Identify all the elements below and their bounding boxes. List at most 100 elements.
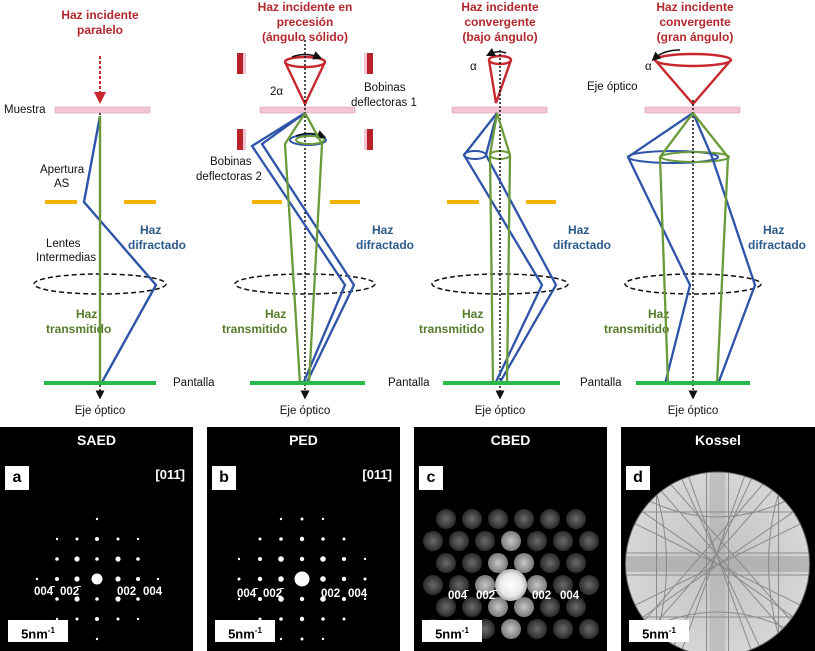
label-transmitido-3: transmitido bbox=[419, 322, 484, 336]
index-002bar: 002̄ bbox=[60, 586, 81, 598]
panel-title: PED bbox=[289, 432, 318, 448]
scale-exponent: -1 bbox=[668, 626, 676, 635]
panel-title: Kossel bbox=[695, 432, 741, 448]
label-haz-transmitido-4: Haz bbox=[648, 307, 669, 321]
label-transmitido-2: transmitido bbox=[222, 322, 287, 336]
rotation-arrow bbox=[485, 47, 507, 57]
scale-value: 5nm bbox=[642, 626, 669, 642]
deflector-coil-left-1 bbox=[237, 53, 243, 74]
label-eje-optico-top: Eje óptico bbox=[587, 81, 638, 93]
transmitted-beam-b bbox=[495, 112, 512, 385]
diffraction-spots bbox=[237, 517, 367, 641]
deflector-coil-right-2b bbox=[367, 129, 373, 150]
label-deflectoras-1: deflectoras 1 bbox=[351, 97, 417, 109]
precession-ring-2 bbox=[295, 135, 325, 145]
deflector-coil-right-2 bbox=[364, 129, 367, 150]
index-004bar: 004̄ bbox=[448, 590, 469, 602]
sample-plate bbox=[259, 106, 356, 114]
zone-axis: [011̄] bbox=[362, 467, 392, 482]
label-muestra: Muestra bbox=[4, 104, 46, 116]
diffracted-beam bbox=[82, 115, 158, 385]
label-2alpha: 2α bbox=[270, 86, 283, 98]
label-apertura: Apertura bbox=[40, 164, 85, 176]
deflector-coil-right-1 bbox=[364, 53, 367, 74]
label-bobinas-2: Bobinas bbox=[210, 156, 252, 168]
label-alpha-1: α bbox=[470, 61, 477, 73]
label-haz-transmitido-1: Haz bbox=[76, 307, 97, 321]
aperture-left bbox=[252, 200, 282, 204]
label-haz-transmitido-2: Haz bbox=[265, 307, 286, 321]
index-002: 002 bbox=[532, 590, 551, 602]
panel-letter: d bbox=[626, 466, 650, 490]
panel-letter: b bbox=[212, 466, 236, 490]
panel-ped: PED 004̄ 002̄ 002 004 b [0 bbox=[207, 427, 400, 651]
diffracted-beam-b bbox=[260, 112, 356, 385]
transmitted-beam-a bbox=[658, 112, 694, 385]
rotation-arrow-1 bbox=[291, 51, 323, 60]
transmitted-beam-b bbox=[303, 112, 324, 385]
col4-title-line2: convergente bbox=[659, 15, 731, 29]
aperture-right bbox=[526, 200, 556, 204]
index-004: 004 bbox=[348, 588, 368, 600]
transmitted-beam-b bbox=[692, 112, 730, 385]
diffraction-spots bbox=[35, 517, 160, 641]
sample-plate bbox=[54, 106, 151, 114]
label-haz-difractado-4: Haz bbox=[763, 223, 784, 237]
zone-axis: [011̄] bbox=[155, 467, 185, 482]
index-002: 002 bbox=[321, 588, 340, 600]
scale-exponent: -1 bbox=[254, 626, 262, 635]
col4-title-line3: (gran ángulo) bbox=[657, 30, 734, 44]
label-haz-difractado-1: Haz bbox=[140, 223, 161, 237]
precession-ring bbox=[289, 134, 327, 146]
scale-exponent: -1 bbox=[47, 626, 55, 635]
scale-bar: 5nm-1 bbox=[422, 620, 482, 642]
panel-kossel: Kossel d 5nm-1 bbox=[621, 427, 815, 651]
aperture-left bbox=[45, 200, 77, 204]
column-parallel: Haz incidente paralelo Muestra Apertura … bbox=[4, 8, 215, 417]
label-pantalla-4: Pantalla bbox=[580, 377, 622, 389]
aperture-right bbox=[330, 200, 360, 204]
aperture-right bbox=[124, 200, 156, 204]
transmitted-beam-a bbox=[488, 112, 499, 385]
index-004bar: 004̄ bbox=[34, 586, 55, 598]
scale-bar: 5nm-1 bbox=[629, 620, 689, 642]
deflector-coil-left-2 bbox=[237, 129, 243, 150]
column-convergent-low: Haz incidente convergente (bajo ángulo) … bbox=[388, 0, 611, 417]
incident-cone bbox=[487, 59, 513, 104]
deflector-coil-left-1b bbox=[243, 53, 246, 74]
transmitted-beam-a bbox=[283, 112, 306, 385]
label-eje-optico-3: Eje óptico bbox=[475, 405, 526, 417]
label-eje-optico-4: Eje óptico bbox=[668, 405, 719, 417]
label-lentes: Lentes bbox=[46, 238, 81, 250]
index-002bar: 002̄ bbox=[263, 588, 284, 600]
panel-title: CBED bbox=[490, 432, 531, 448]
panel-saed: SAED 004̄ 002̄ 002 004 a [011̄] 5nm-1 bbox=[0, 427, 193, 651]
label-pantalla-1: Pantalla bbox=[173, 377, 215, 389]
screen bbox=[636, 381, 750, 385]
deflector-coil-right-1b bbox=[367, 53, 373, 74]
diffracted-beam-a bbox=[462, 112, 544, 385]
panel-cbed: CBED bbox=[414, 427, 607, 651]
screen bbox=[44, 381, 156, 385]
label-difractado-4: difractado bbox=[748, 238, 806, 252]
index-004bar: 004̄ bbox=[237, 588, 258, 600]
rotation-arrow-2 bbox=[295, 130, 327, 139]
label-bobinas-1: Bobinas bbox=[364, 82, 406, 94]
screen bbox=[250, 381, 365, 385]
col1-title-line2: paralelo bbox=[77, 23, 123, 37]
rotation-arrow bbox=[651, 49, 681, 61]
aperture-left bbox=[447, 200, 479, 204]
column-convergent-high: Haz incidente convergente (gran ángulo) … bbox=[580, 0, 806, 417]
screen bbox=[443, 381, 560, 385]
label-transmitido-4: transmitido bbox=[604, 322, 669, 336]
col2-title-line2: precesión bbox=[277, 15, 334, 29]
label-pantalla-3: Pantalla bbox=[388, 377, 430, 389]
label-eje-optico-2: Eje óptico bbox=[280, 405, 331, 417]
diffracted-beam-b bbox=[691, 112, 757, 385]
scale-value: 5nm bbox=[228, 626, 255, 642]
label-deflectoras-2: deflectoras 2 bbox=[196, 171, 262, 183]
label-eje-optico-1: Eje óptico bbox=[75, 405, 126, 417]
ray-diagram: Haz incidente paralelo Muestra Apertura … bbox=[4, 0, 806, 417]
ped-pattern: 004̄ 002̄ 002 004 bbox=[207, 457, 400, 651]
kossel-pattern bbox=[621, 457, 815, 651]
